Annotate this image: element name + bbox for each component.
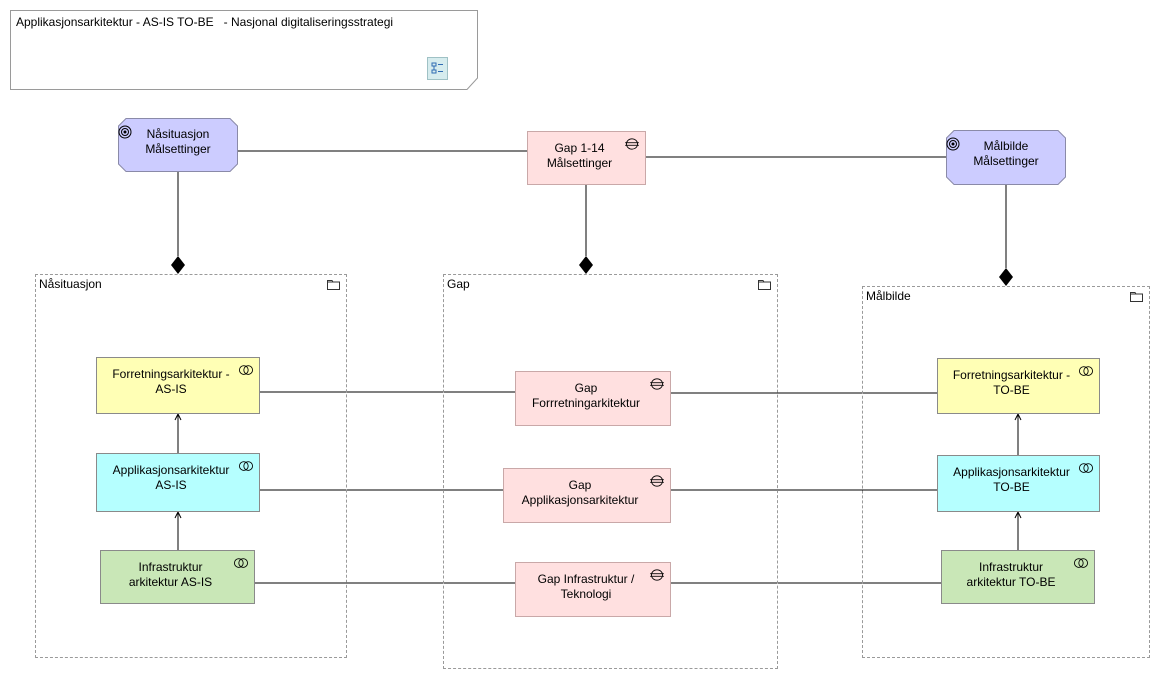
goal-gap[interactable]: Gap 1-14 Målsettinger: [527, 131, 646, 185]
target-application[interactable]: Applikasjonsarkitektur TO-BE: [937, 455, 1100, 512]
group-target-label: Målbilde: [866, 289, 911, 303]
collaboration-icon: [1079, 463, 1093, 473]
current-business[interactable]: Forretningsarkitektur - AS-IS: [96, 357, 260, 414]
target-infrastructure-label: Infrastruktur arkitektur TO-BE: [966, 560, 1056, 589]
group-target[interactable]: Målbilde: [862, 286, 1150, 658]
gap-icon: [650, 569, 664, 581]
collaboration-icon: [239, 365, 253, 375]
collaboration-icon: [1074, 558, 1088, 568]
goal-current-label: Nåsituasjon Målsettinger: [145, 127, 211, 156]
group-gap-label: Gap: [447, 277, 470, 291]
gap-icon: [650, 475, 664, 487]
gap-icon: [625, 138, 639, 150]
collaboration-icon: [1079, 366, 1093, 376]
group-current-label: Nåsituasjon: [39, 277, 102, 291]
gap-business-label: Gap Forrretningarkitektur: [531, 381, 641, 410]
folder-icon: [327, 280, 340, 290]
gap-application[interactable]: Gap Applikasjonsarkitektur: [503, 468, 671, 523]
target-icon: [946, 137, 960, 151]
target-infrastructure[interactable]: Infrastruktur arkitektur TO-BE: [941, 550, 1095, 604]
gap-icon: [650, 378, 664, 390]
current-application[interactable]: Applikasjonsarkitektur AS-IS: [96, 453, 260, 512]
collaboration-icon: [239, 461, 253, 471]
collaboration-icon: [234, 558, 248, 568]
gap-infrastructure-label: Gap Infrastruktur / Teknologi: [537, 572, 635, 601]
note-text: Applikasjonsarkitektur - AS-IS TO-BE - N…: [16, 15, 394, 29]
current-business-label: Forretningsarkitektur - AS-IS: [112, 367, 230, 396]
group-current[interactable]: Nåsituasjon: [35, 274, 347, 658]
folder-icon: [758, 280, 771, 290]
goal-gap-label: Gap 1-14 Målsettinger: [546, 141, 613, 170]
goal-shape: [118, 118, 238, 172]
target-icon: [118, 125, 132, 139]
current-application-label: Applikasjonsarkitektur AS-IS: [112, 463, 230, 492]
target-business-label: Forretningsarkitektur - TO-BE: [952, 368, 1071, 397]
list-icon: [427, 57, 448, 80]
current-infrastructure-label: Infrastruktur arkitektur AS-IS: [128, 560, 213, 589]
goal-shape: [946, 130, 1066, 185]
gap-infrastructure[interactable]: Gap Infrastruktur / Teknologi: [515, 562, 671, 617]
goal-target-label: Målbilde Målsettinger: [973, 139, 1039, 168]
note-frame: [10, 10, 478, 90]
group-gap[interactable]: Gap: [443, 274, 778, 669]
gap-business[interactable]: Gap Forrretningarkitektur: [515, 371, 671, 426]
folder-icon: [1130, 292, 1143, 302]
diagram-note[interactable]: Applikasjonsarkitektur - AS-IS TO-BE - N…: [10, 10, 478, 90]
gap-application-label: Gap Applikasjonsarkitektur: [521, 478, 639, 507]
goal-current[interactable]: Nåsituasjon Målsettinger: [118, 118, 238, 172]
goal-target[interactable]: Målbilde Målsettinger: [946, 130, 1066, 185]
current-infrastructure[interactable]: Infrastruktur arkitektur AS-IS: [100, 550, 255, 604]
target-business[interactable]: Forretningsarkitektur - TO-BE: [937, 358, 1100, 414]
target-application-label: Applikasjonsarkitektur TO-BE: [953, 465, 1070, 494]
